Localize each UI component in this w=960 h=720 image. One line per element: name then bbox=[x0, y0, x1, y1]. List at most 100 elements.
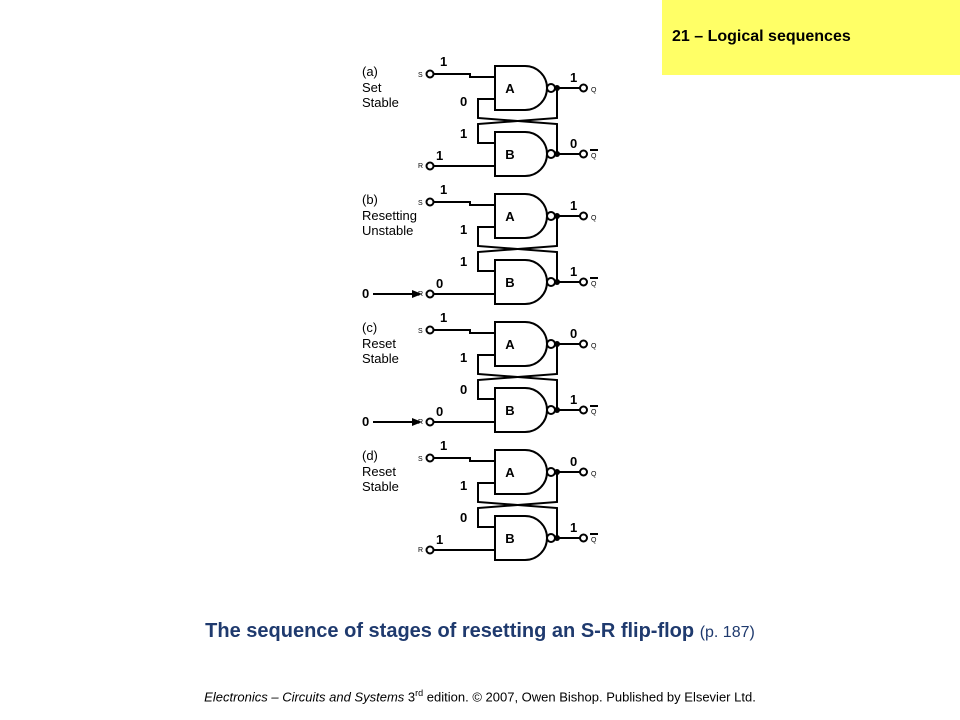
stage-a-state-line1: Set bbox=[362, 80, 382, 95]
stage-c-q-label: Q bbox=[591, 343, 597, 350]
footer-edition-num: 3 bbox=[407, 689, 416, 705]
figure-caption: The sequence of stages of resetting an S… bbox=[0, 620, 960, 643]
stage-c-gate-a-label: A bbox=[505, 337, 515, 352]
stage-a-s-value: 1 bbox=[440, 54, 447, 69]
stage-c-q-value: 0 bbox=[570, 326, 577, 341]
stage-b-b-feedback-value: 1 bbox=[460, 254, 467, 269]
stage-d-b-feedback-value: 0 bbox=[460, 510, 467, 525]
footer-book: Electronics – Circuits and Systems bbox=[204, 689, 405, 705]
stage-a-s-wire bbox=[434, 73, 495, 78]
footer-edition-sup: rd bbox=[415, 688, 424, 698]
stage-b-state-line2: Unstable bbox=[362, 223, 413, 238]
stage-b-s-label: S bbox=[418, 200, 423, 207]
stage-a-a-feedback-value: 0 bbox=[460, 94, 467, 109]
stage-c-qbar-value: 1 bbox=[570, 392, 577, 407]
stage-c-b-feedback-value: 0 bbox=[460, 382, 467, 397]
stage-d-gate-b-label: B bbox=[505, 531, 514, 546]
stage-b-s-value: 1 bbox=[440, 182, 447, 197]
stage-b-feedback-qbar-to-a bbox=[477, 226, 558, 282]
footer-copyright: © 2007, Owen Bishop. Published by Elsevi… bbox=[472, 689, 756, 705]
stage-a-letter: (a) bbox=[362, 64, 378, 79]
stage-b-gate-a-label: A bbox=[505, 209, 515, 224]
stage-c-r-arrow-head bbox=[412, 418, 422, 426]
stage-c-feedback-qbar-to-a bbox=[477, 354, 558, 410]
stage-c-q-terminal bbox=[579, 339, 588, 349]
stage-b-gate-a-body bbox=[494, 193, 548, 239]
stage-d-q-value: 0 bbox=[570, 454, 577, 469]
stage-a-gate-b-body bbox=[494, 131, 548, 177]
stage-c-s-label: S bbox=[418, 328, 423, 335]
stage-d-qbar-terminal bbox=[579, 533, 588, 543]
stage-d-s-terminal bbox=[425, 453, 435, 463]
stage-d-gate-a-label: A bbox=[505, 465, 515, 480]
stage-b-r-arrow-value: 0 bbox=[362, 286, 369, 301]
stage-c-r-terminal bbox=[425, 417, 435, 427]
stage-a-gate-b-label: B bbox=[505, 147, 514, 162]
stage-c-letter: (c) bbox=[362, 320, 377, 335]
stage-a-qbar-terminal bbox=[579, 149, 588, 159]
stage-a-feedback-q-to-b bbox=[477, 88, 558, 144]
stage-a-qbar-label: Q bbox=[591, 153, 597, 160]
stage-d-feedback-qbar-to-a bbox=[477, 482, 558, 538]
stage-d-q-terminal bbox=[579, 467, 588, 477]
stage-c-r-value: 0 bbox=[436, 404, 443, 419]
stage-d-gate-a-body bbox=[494, 449, 548, 495]
stage-a-r-label: R bbox=[418, 163, 423, 170]
stage-b-q-value: 1 bbox=[570, 198, 577, 213]
stage-b-q-terminal bbox=[579, 211, 588, 221]
stage-a-gate-b-bubble bbox=[546, 149, 556, 159]
stage-a-gate-a-bubble bbox=[546, 83, 556, 93]
stage-a-r-value: 1 bbox=[436, 148, 443, 163]
stage-d-gate-b-body bbox=[494, 515, 548, 561]
stage-b-qbar-terminal bbox=[579, 277, 588, 287]
stage-a-q-label: Q bbox=[591, 87, 597, 94]
stage-b-qbar-value: 1 bbox=[570, 264, 577, 279]
stage-d-s-label: S bbox=[418, 456, 423, 463]
stage-d-a-feedback-value: 1 bbox=[460, 478, 467, 493]
stage-c-r-arrow-value: 0 bbox=[362, 414, 369, 429]
chapter-title: 21 – Logical sequences bbox=[672, 28, 851, 45]
caption-page: (p. 187) bbox=[699, 624, 755, 641]
stage-d-gate-a-bubble bbox=[546, 467, 556, 477]
stage-c-gate-a-body bbox=[494, 321, 548, 367]
stage-a-b-feedback-value: 1 bbox=[460, 126, 467, 141]
stage-d-s-wire bbox=[434, 457, 495, 462]
stage-c-a-feedback-value: 1 bbox=[460, 350, 467, 365]
stage-c-s-value: 1 bbox=[440, 310, 447, 325]
stage-d-r-label: R bbox=[418, 547, 423, 554]
caption-main: The sequence of stages of resetting an S… bbox=[205, 620, 695, 642]
stage-b-qbar-label: Q bbox=[591, 281, 597, 288]
stage-d-feedback-q-to-b bbox=[477, 472, 558, 528]
stage-a-r-terminal bbox=[425, 161, 435, 171]
stage-d-q-label: Q bbox=[591, 471, 597, 478]
stage-d-gate-b-bubble bbox=[546, 533, 556, 543]
stage-a-qbar-value: 0 bbox=[570, 136, 577, 151]
stage-b-r-value: 0 bbox=[436, 276, 443, 291]
stage-c-s-wire bbox=[434, 329, 495, 334]
stage-b-gate-b-label: B bbox=[505, 275, 514, 290]
stage-b-gate-b-body bbox=[494, 259, 548, 305]
stage-c-qbar-terminal bbox=[579, 405, 588, 415]
stage-c-gate-b-body bbox=[494, 387, 548, 433]
stage-c-gate-b-bubble bbox=[546, 405, 556, 415]
flip-flop-diagram: (a)SetStableS1R1ABQQ1001(b)ResettingUnst… bbox=[362, 54, 598, 561]
stage-b-s-terminal bbox=[425, 197, 435, 207]
stage-a-state-line2: Stable bbox=[362, 95, 399, 110]
stage-a-gate-a-label: A bbox=[505, 81, 515, 96]
stage-d-state-line1: Reset bbox=[362, 464, 396, 479]
stage-d-r-value: 1 bbox=[436, 532, 443, 547]
stage-d-qbar-value: 1 bbox=[570, 520, 577, 535]
footer-citation: Electronics – Circuits and Systems 3rd e… bbox=[0, 688, 960, 704]
stage-c-gate-b-label: B bbox=[505, 403, 514, 418]
stage-c-state-line2: Stable bbox=[362, 351, 399, 366]
stage-a-gate-a-body bbox=[494, 65, 548, 111]
stage-b-q-label: Q bbox=[591, 215, 597, 222]
stage-c-gate-a-bubble bbox=[546, 339, 556, 349]
stage-d-qbar-label: Q bbox=[591, 537, 597, 544]
footer-edition-rest: edition. bbox=[426, 689, 469, 705]
stage-d-letter: (d) bbox=[362, 448, 378, 463]
stage-b-r-terminal bbox=[425, 289, 435, 299]
stage-c-state-line1: Reset bbox=[362, 336, 396, 351]
stage-d-state-line2: Stable bbox=[362, 479, 399, 494]
stage-b-r-arrow-head bbox=[412, 290, 422, 298]
